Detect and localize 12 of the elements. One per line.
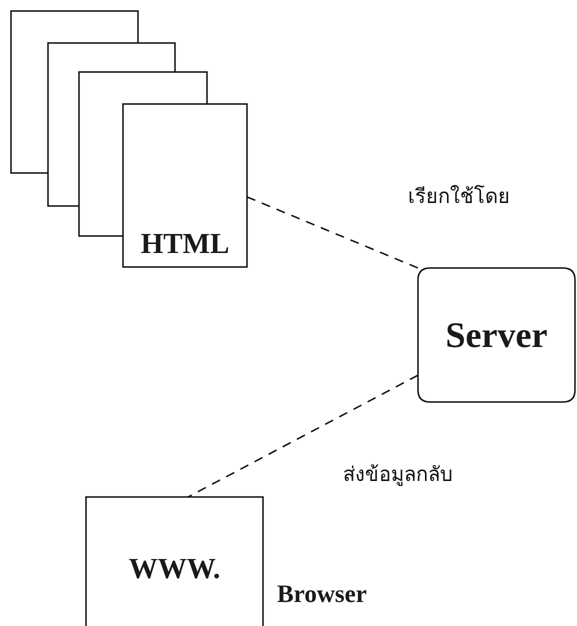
dashed-connector <box>246 196 418 269</box>
dashed-connector <box>188 374 418 498</box>
document-page <box>79 72 207 236</box>
node-label: Server <box>446 314 548 356</box>
document-page <box>48 43 175 206</box>
node-label: Browser <box>277 581 367 609</box>
document-page <box>11 11 138 173</box>
document-box <box>123 104 247 267</box>
browser-window-box <box>86 497 263 626</box>
node-label: WWW. <box>128 553 220 586</box>
server-box <box>418 268 575 402</box>
node-label: HTML <box>140 228 230 261</box>
